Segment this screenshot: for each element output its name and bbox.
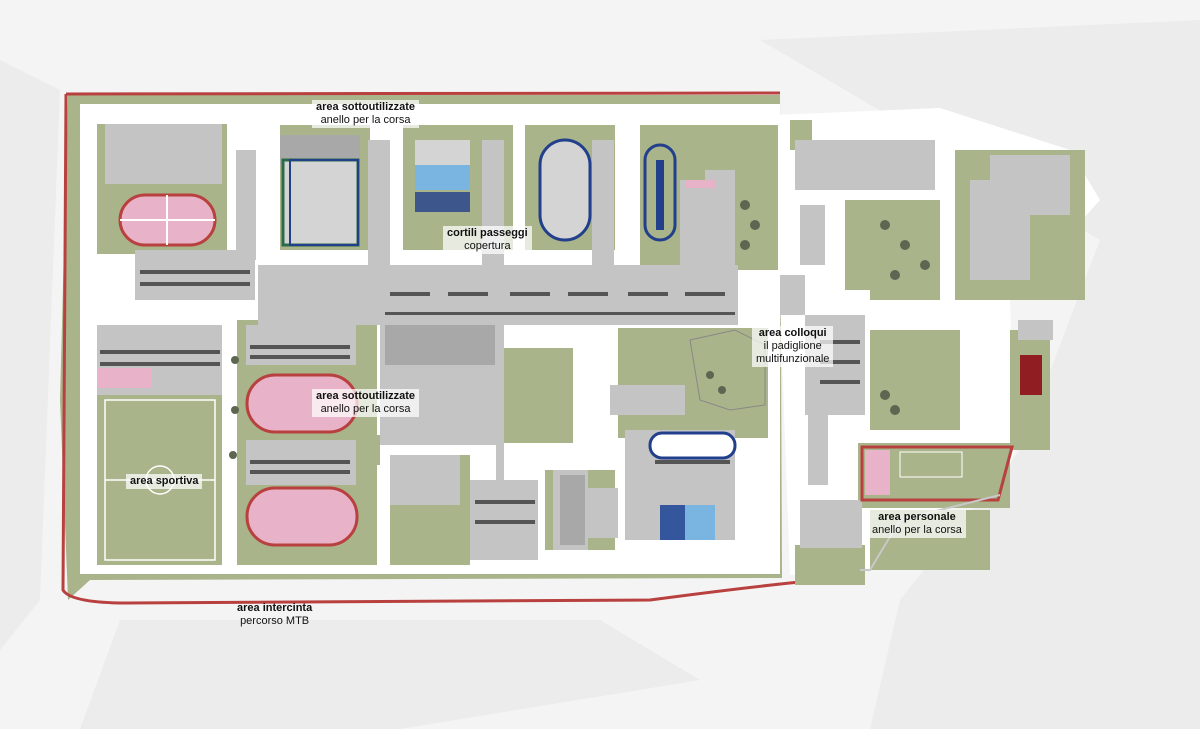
label-area-colloqui: area colloqui il padiglione multifunzion…	[752, 326, 834, 367]
staff-running-ring	[860, 445, 1014, 502]
label-subtitle-1: il padiglione	[763, 340, 822, 352]
tree-icons	[229, 200, 930, 459]
colloqui-pavilion	[689, 329, 766, 411]
label-area-personale: area personale anello per la corsa	[868, 510, 966, 538]
window-rows	[100, 270, 860, 524]
staff-court	[865, 450, 890, 495]
label-subtitle: anello per la corsa	[872, 524, 962, 536]
blue-track-1	[538, 138, 592, 242]
label-title: area intercinta	[237, 602, 313, 614]
label-subtitle: anello per la corsa	[320, 114, 411, 126]
label-subtitle: copertura	[464, 240, 511, 252]
label-title: area sportiva	[130, 475, 199, 487]
label-area-sottoutilizzate-top: area sottoutilizzate anello per la corsa	[312, 100, 420, 128]
pink-track-3	[245, 486, 359, 547]
label-title: area sottoutilizzate	[316, 390, 416, 402]
label-title: area colloqui	[758, 327, 827, 339]
label-cortili-passeggi: cortili passeggi copertura	[443, 226, 532, 254]
label-area-sportiva: area sportiva	[126, 474, 203, 489]
east-road-edge	[860, 494, 1001, 571]
label-subtitle: anello per la corsa	[320, 403, 411, 415]
label-title: cortili passeggi	[447, 227, 528, 239]
label-subtitle: percorso MTB	[240, 615, 310, 627]
pink-court	[97, 368, 152, 388]
label-title: area sottoutilizzate	[316, 101, 416, 113]
pool-1	[415, 165, 470, 190]
blue-track-3	[648, 431, 737, 460]
mtb-route-line	[61, 91, 801, 605]
label-title: area personale	[878, 511, 956, 523]
label-area-sottoutilizzate-mid: area sottoutilizzate anello per la corsa	[312, 389, 420, 417]
red-building	[1020, 355, 1042, 395]
label-subtitle-2: multifunzionale	[756, 353, 830, 365]
label-area-intercinta: area intercinta percorso MTB	[237, 602, 312, 628]
sports-facilities	[97, 138, 1042, 561]
court-grey-1	[281, 158, 360, 247]
